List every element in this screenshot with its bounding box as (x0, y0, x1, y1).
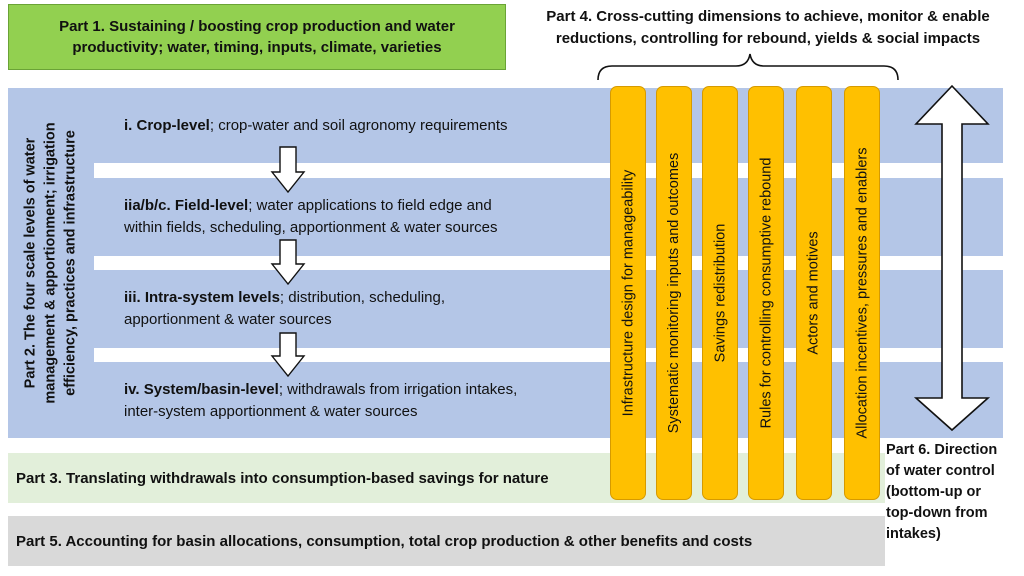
down-arrow-2 (270, 239, 306, 286)
level-field-desc: ; water applications to field edge and (248, 197, 492, 214)
part6-label: Part 6. Direction of water control (bott… (886, 440, 1022, 545)
pillar-allocation-incentives: Allocation incentives, pressures and ena… (844, 86, 880, 500)
pillar-infrastructure-design: Infrastructure design for manageability (610, 86, 646, 500)
part6-line5: intakes) (886, 526, 941, 542)
part1-box: Part 1. Sustaining / boosting crop produ… (8, 4, 506, 70)
level-system-title: iv. System/basin-level (124, 381, 279, 398)
pillar-rules-rebound: Rules for controlling consumptive reboun… (748, 86, 784, 500)
down-arrow-3 (270, 332, 306, 378)
part6-line1: Part 6. Direction (886, 442, 998, 458)
down-arrow-1 (270, 146, 306, 194)
level-intra-desc-line2: apportionment & water sources (124, 311, 332, 328)
level-intra-desc: ; distribution, scheduling, (279, 289, 446, 306)
level-intra-system: iii. Intra-system levels; distribution, … (124, 287, 614, 331)
level-crop: i. Crop-level; crop-water and soil agron… (124, 115, 614, 137)
level-intra-title: iii. Intra-system levels (124, 289, 280, 306)
part6-line3: (bottom-up or (886, 484, 982, 500)
level-crop-title: i. Crop-level (124, 117, 210, 134)
level-band-2 (8, 178, 1003, 256)
level-crop-desc: ; crop-water and soil agronomy requireme… (209, 117, 508, 134)
level-system-desc: ; withdrawals from irrigation intakes, (278, 381, 518, 398)
part4-brace (597, 53, 899, 81)
part1-text: Part 1. Sustaining / boosting crop produ… (59, 18, 455, 56)
part4-title-line2: reductions, controlling for rebound, yie… (555, 30, 981, 47)
level-band-4 (8, 362, 1003, 438)
part4-title: Part 4. Cross-cutting dimensions to achi… (520, 6, 1016, 50)
part4-title-line1: Part 4. Cross-cutting dimensions to achi… (546, 8, 990, 25)
part6-line4: top-down from (886, 505, 988, 521)
part5-bar: Part 5. Accounting for basin allocations… (8, 516, 885, 566)
level-band-1 (8, 88, 1003, 163)
level-field-desc-line2: within fields, scheduling, apportionment… (124, 219, 498, 236)
part2-side-column (8, 88, 94, 438)
pillar-systematic-monitoring: Systematic monitoring inputs and outcome… (656, 86, 692, 500)
level-field: iia/b/c. Field-level; water applications… (124, 195, 614, 239)
level-field-title: iia/b/c. Field-level (124, 197, 249, 214)
level-system-desc-line2: inter-system apportionment & water sourc… (124, 403, 418, 420)
part3-text: Part 3. Translating withdrawals into con… (16, 469, 549, 487)
part3-bar: Part 3. Translating withdrawals into con… (8, 453, 885, 503)
double-arrow-direction (913, 84, 991, 432)
part6-line2: of water control (886, 463, 995, 479)
level-band-3 (8, 270, 1003, 348)
part5-text: Part 5. Accounting for basin allocations… (16, 532, 753, 550)
level-system-basin: iv. System/basin-level; withdrawals from… (124, 379, 614, 423)
pillar-actors-motives: Actors and motives (796, 86, 832, 500)
pillar-savings-redistribution: Savings redistribution (702, 86, 738, 500)
